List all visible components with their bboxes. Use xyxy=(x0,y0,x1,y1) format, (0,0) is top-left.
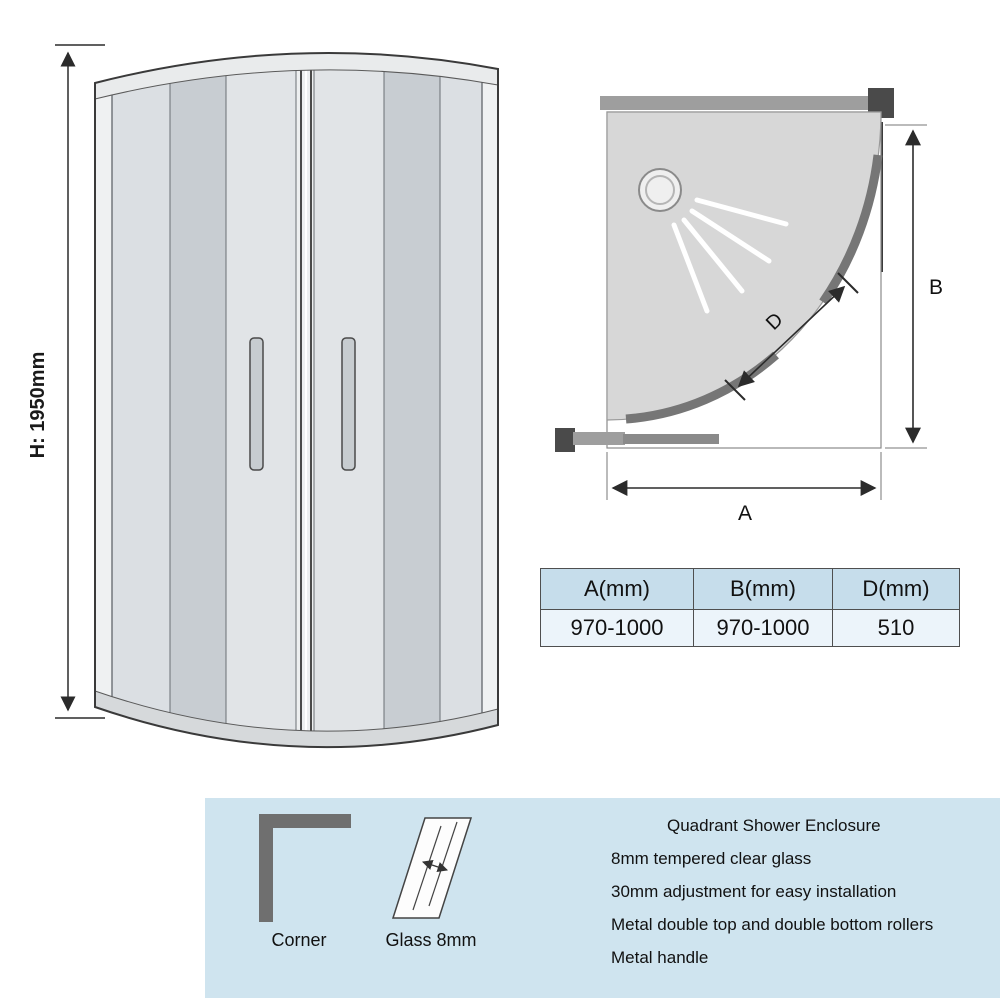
feature-item: Metal double top and double bottom rolle… xyxy=(611,915,934,934)
glass-panels xyxy=(95,52,498,748)
door-handle-left xyxy=(249,337,264,471)
feature-item: 30mm adjustment for easy installation xyxy=(611,882,897,901)
front-view-diagram: H: 1950mm xyxy=(30,44,499,749)
feature-item: 8mm tempered clear glass xyxy=(611,849,812,868)
spec-header-d: D(mm) xyxy=(832,568,960,610)
glass-icon xyxy=(391,817,473,919)
spec-value-b: 970-1000 xyxy=(693,609,833,647)
wall-bottom-block xyxy=(555,428,575,452)
dim-a-label: A xyxy=(738,502,752,525)
spec-header-a: A(mm) xyxy=(540,568,694,610)
shower-head-icon xyxy=(638,168,682,212)
feature-item-title: Quadrant Shower Enclosure xyxy=(667,816,881,835)
dimension-b: B xyxy=(885,124,943,449)
wall-top xyxy=(600,96,868,110)
corner-icon xyxy=(259,814,351,922)
height-label: H: 1950mm xyxy=(30,352,49,459)
plan-view-diagram: D A B xyxy=(555,88,943,525)
height-dimension: H: 1950mm xyxy=(30,44,105,719)
spec-table-header-row: A(mm) B(mm) D(mm) xyxy=(540,568,960,610)
spec-header-b: B(mm) xyxy=(693,568,833,610)
door-handle-right xyxy=(341,337,356,471)
spec-table-value-row: 970-1000 970-1000 510 xyxy=(540,609,960,647)
corner-label: Corner xyxy=(271,930,327,950)
glass-label: Glass 8mm xyxy=(385,930,477,950)
tray-front-edge xyxy=(623,434,719,444)
wall-bottom xyxy=(573,432,625,445)
dim-b-label: B xyxy=(929,276,943,299)
feature-item: Metal handle xyxy=(611,948,709,967)
enclosure-outline xyxy=(94,51,499,749)
features-banner: Corner Glass 8mm Quadrant Shower Enclosu… xyxy=(205,798,1000,998)
dimension-a: A xyxy=(606,452,882,525)
spray-lines xyxy=(671,197,789,314)
spec-value-d: 510 xyxy=(832,609,960,647)
spec-table: A(mm) B(mm) D(mm) 970-1000 970-1000 510 xyxy=(540,568,960,647)
spec-value-a: 970-1000 xyxy=(540,609,694,647)
